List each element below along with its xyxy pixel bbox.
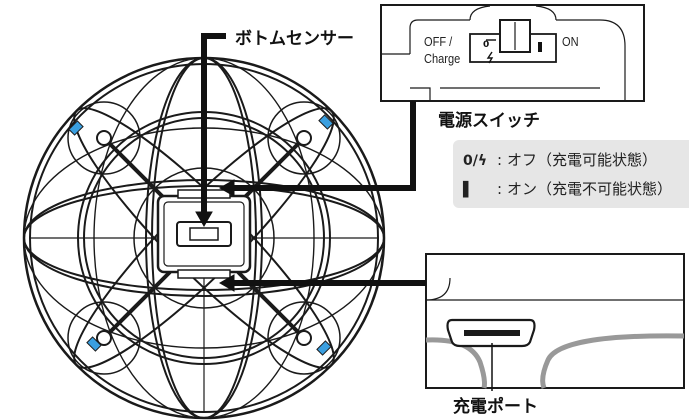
switch-off-label: OFF /	[424, 34, 453, 49]
legend-text-off: オフ（充電可能状態）	[507, 151, 658, 169]
charge-port-panel	[425, 253, 685, 389]
legend-row-off: 0/ϟ:オフ（充電可能状態）	[463, 149, 657, 170]
led-bottom-right	[316, 340, 332, 356]
switch-charge-icon	[486, 51, 494, 64]
bottom-sensor-pointer	[195, 33, 226, 228]
legend-text-on: オン（充電不可能状態）	[507, 180, 673, 198]
led-bottom-left	[86, 336, 102, 352]
legend-colon: :	[497, 151, 503, 169]
bottom-sensor-label: ボトムセンサー	[235, 29, 354, 49]
charge-port-label: 充電ポート	[453, 397, 538, 417]
legend-colon: :	[497, 180, 503, 198]
cable-left	[425, 337, 487, 389]
legend-symbol-on: ▌	[463, 182, 474, 198]
switch-charge-label: Charge	[424, 51, 461, 66]
switch-zero-mark: 0	[483, 40, 489, 50]
led-top-right	[318, 114, 334, 130]
charge-port-pointer	[218, 274, 493, 391]
led-top-left	[68, 120, 84, 136]
switch-legend: 0/ϟ:オフ（充電可能状態） ▌:オン（充電不可能状態）	[453, 140, 689, 208]
legend-symbol-off: 0/ϟ	[463, 153, 488, 169]
power-switch-label: 電源スイッチ	[438, 111, 540, 131]
led-lights	[68, 114, 334, 356]
cable-right	[540, 333, 685, 389]
switch-panel: 0	[380, 4, 645, 102]
switch-pointer	[218, 101, 416, 197]
legend-row-on: ▌:オン（充電不可能状態）	[463, 178, 672, 199]
switch-on-label: ON	[562, 34, 579, 49]
switch-on-mark	[538, 42, 542, 52]
